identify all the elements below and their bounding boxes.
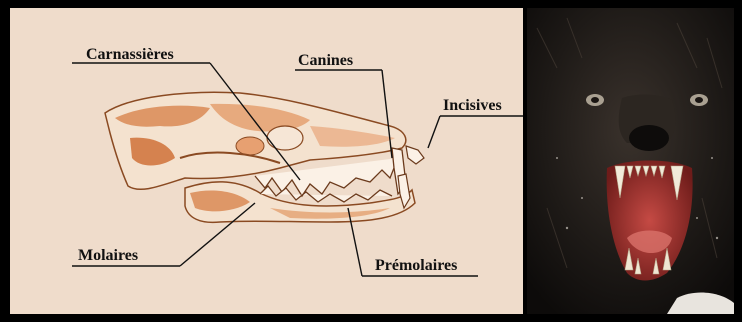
label-canines: Canines xyxy=(298,53,353,69)
wolf-photo xyxy=(527,8,734,314)
label-incisives: Incisives xyxy=(443,98,502,114)
label-molaires: Molaires xyxy=(78,248,138,264)
incisors xyxy=(406,146,424,164)
label-carnassieres: Carnassières xyxy=(86,47,174,63)
label-premolaires: Prémolaires xyxy=(375,258,457,274)
skull-diagram-panel: Carnassières Canines Incisives Molaires … xyxy=(10,8,523,314)
nose xyxy=(629,125,669,151)
wolf-illustration xyxy=(527,8,734,314)
